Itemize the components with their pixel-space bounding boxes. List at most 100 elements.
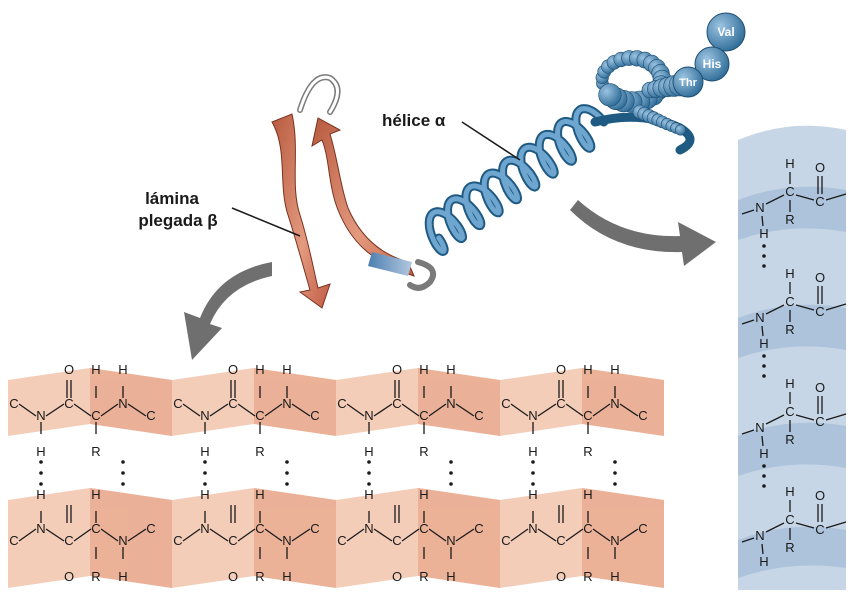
backbone-atom: C: [501, 396, 510, 411]
residue-val-label: Val: [717, 25, 734, 39]
backbone-atom: C: [228, 533, 237, 548]
helix-label: hélice α: [382, 111, 446, 130]
backbone-atom: C: [583, 521, 592, 536]
backbone-atom: C: [9, 396, 18, 411]
bond-line: [291, 528, 311, 542]
amide-hydrogen: H: [364, 487, 373, 502]
bond-line: [761, 435, 764, 447]
bond-line: [825, 193, 847, 201]
bond-line: [237, 403, 256, 417]
backbone-atom: N: [528, 408, 537, 423]
backbone-atom: C: [91, 521, 100, 536]
sheet-callout-arrow: [184, 262, 272, 360]
hydrogen-bond-dot: [449, 460, 453, 464]
backbone-atom: C: [337, 396, 346, 411]
side-chain-r: R: [583, 569, 592, 584]
helix-amide-hydrogen: H: [759, 226, 768, 241]
hydrogen-bond-dot: [203, 471, 207, 475]
bond-line: [761, 325, 764, 337]
hydrogen-bond-dot: [285, 460, 289, 464]
amide-hydrogen: H: [282, 362, 291, 377]
helix-callout-arrow: [570, 200, 716, 266]
helix-carbonyl-oxygen: O: [815, 160, 825, 175]
amide-hydrogen: H: [446, 362, 455, 377]
helix-alpha-carbon: C: [785, 294, 794, 309]
helix-alpha-carbon: C: [785, 404, 794, 419]
alpha-hydrogen: H: [419, 362, 428, 377]
backbone-atom: N: [282, 533, 291, 548]
backbone-atom: N: [364, 521, 373, 536]
backbone-atom: N: [36, 408, 45, 423]
amide-hydrogen: H: [446, 569, 455, 584]
hydrogen-bond-dot: [121, 460, 125, 464]
amide-hydrogen: H: [282, 569, 291, 584]
bond-line: [795, 194, 815, 201]
amide-hydrogen: H: [118, 362, 127, 377]
hydrogen-bond-dot: [203, 482, 207, 486]
bond-line: [237, 528, 256, 542]
helix-carbonyl-oxygen: O: [815, 380, 825, 395]
backbone-atom: N: [446, 533, 455, 548]
bond-line: [373, 528, 393, 542]
helix-side-chain-r: R: [785, 540, 794, 555]
hydrogen-bond-dot: [203, 460, 207, 464]
helix-side-chain-r: R: [785, 432, 794, 447]
amide-hydrogen: H: [200, 487, 209, 502]
helix-alpha-hydrogen: H: [785, 156, 794, 171]
amide-hydrogen: H: [36, 487, 45, 502]
side-chain-r: R: [255, 569, 264, 584]
carbonyl-oxygen: O: [556, 362, 566, 377]
bond-line: [428, 528, 447, 542]
helix-alpha-hydrogen: H: [785, 266, 794, 281]
backbone-atom: C: [173, 396, 182, 411]
carbonyl-oxygen: O: [228, 569, 238, 584]
sheet-label-line1: lámina: [145, 189, 199, 208]
side-chain-r: R: [419, 444, 428, 459]
amide-hydrogen: H: [200, 444, 209, 459]
hydrogen-bond-dot: [121, 482, 125, 486]
bond-line: [100, 528, 119, 542]
alpha-hydrogen: H: [91, 362, 100, 377]
amide-hydrogen: H: [610, 569, 619, 584]
carbonyl-oxygen: O: [64, 362, 74, 377]
bond-line: [209, 403, 229, 417]
bond-line: [73, 528, 92, 542]
beta-strand-ribbon: [271, 74, 436, 309]
bond-line: [825, 521, 847, 529]
hydrogen-bond-dot: [762, 374, 766, 378]
amide-hydrogen: H: [36, 444, 45, 459]
bond-line: [741, 537, 755, 543]
bond-line: [346, 528, 365, 542]
amide-hydrogen: H: [364, 444, 373, 459]
bond-line: [765, 194, 785, 205]
bond-line: [455, 403, 475, 417]
backbone-atom: N: [36, 521, 45, 536]
bond-line: [537, 528, 557, 542]
bond-line: [264, 403, 283, 417]
backbone-atom: N: [364, 408, 373, 423]
bond-line: [761, 215, 764, 227]
hydrogen-bond-dot: [367, 482, 371, 486]
sheet-label-leader: [231, 207, 301, 237]
bond-line: [537, 403, 557, 417]
backbone-atom: C: [474, 521, 483, 536]
residue-his-bead: [694, 46, 730, 82]
backbone-atom: N: [282, 396, 291, 411]
hydrogen-bond-dot: [285, 471, 289, 475]
bond-line: [291, 403, 311, 417]
residue-thr-bead: [672, 66, 704, 98]
bond-line: [592, 528, 611, 542]
bond-line: [510, 403, 529, 417]
bond-line: [619, 528, 639, 542]
loop-tube: [297, 74, 436, 291]
bond-line: [401, 528, 420, 542]
backbone-atom: C: [255, 408, 264, 423]
residue-labels: Val His Thr: [672, 12, 746, 98]
backbone-atom: C: [337, 533, 346, 548]
bond-line: [565, 403, 584, 417]
backbone-atom: N: [118, 396, 127, 411]
hydrogen-bond-dot: [613, 471, 617, 475]
